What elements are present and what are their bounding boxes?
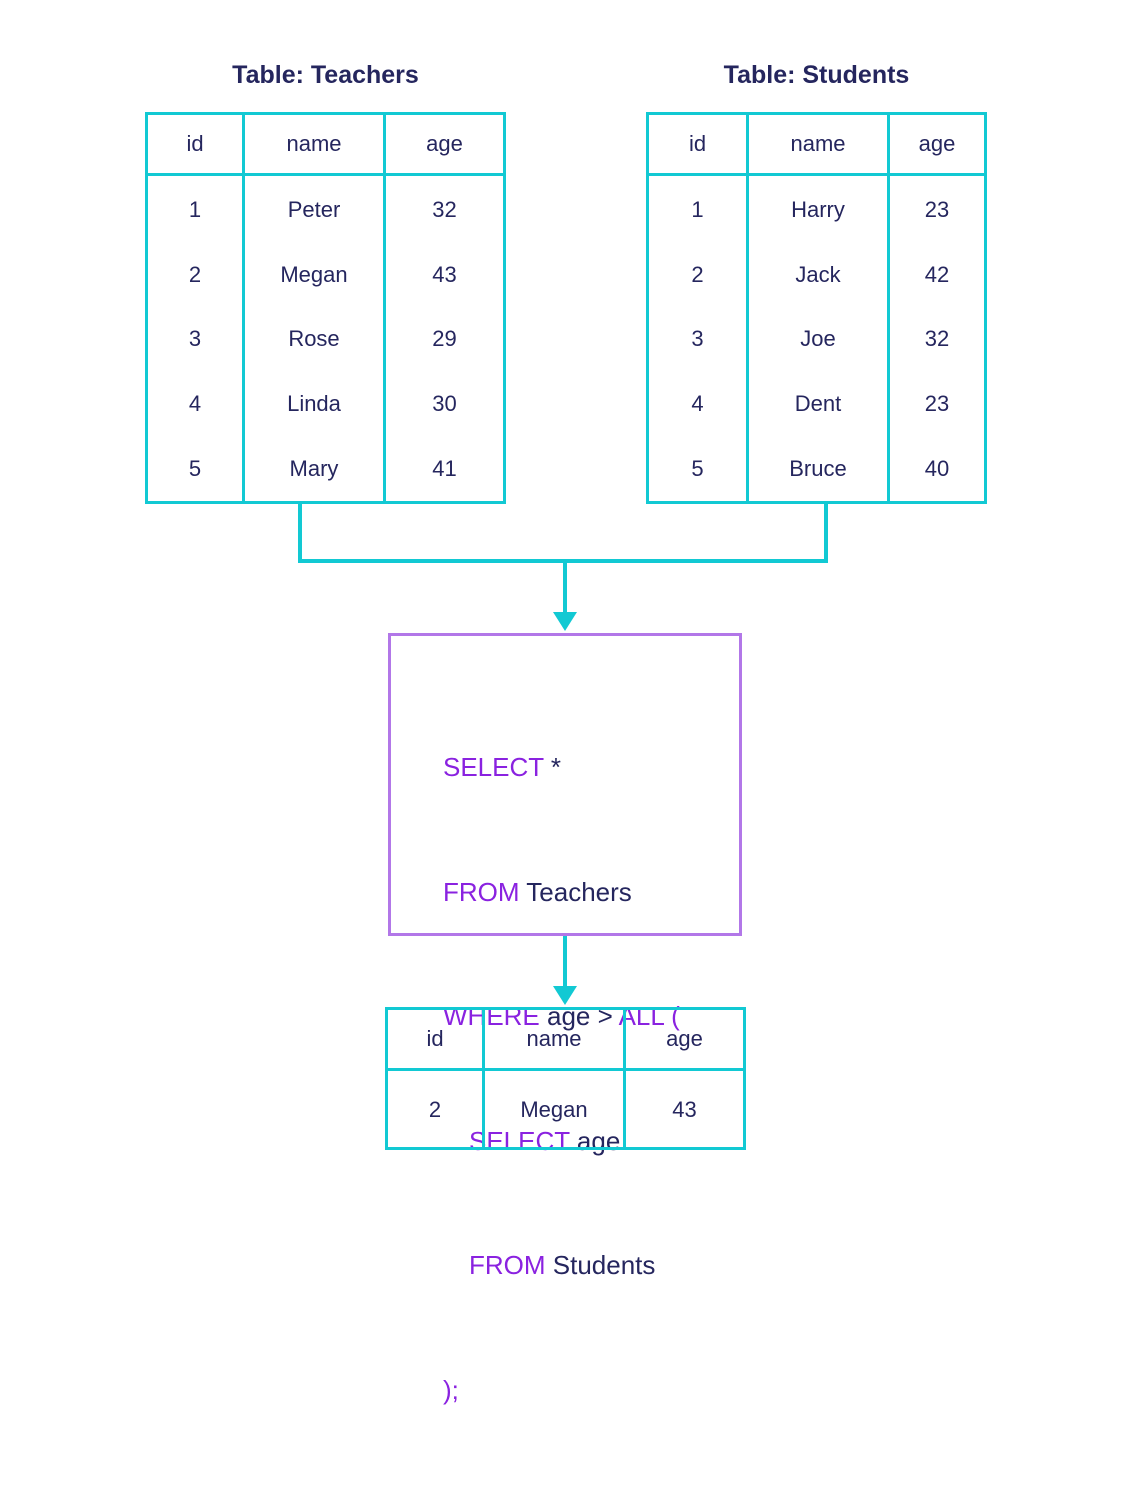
- flow-connector: [298, 504, 828, 1005]
- teachers-table-title: Table: Teachers: [232, 61, 419, 89]
- table-row: 4 Linda 30: [147, 371, 505, 437]
- table-row: 3 Joe 32: [648, 307, 986, 372]
- arrow-to-result-head: [553, 986, 577, 1005]
- query-line-1: SELECT *: [443, 747, 680, 789]
- table-row: 1 Harry 23: [648, 174, 986, 243]
- column-header-name: name: [242, 113, 385, 176]
- cell-age: 40: [887, 436, 986, 503]
- table-row: 2 Jack 42: [648, 242, 986, 308]
- sql-text: *: [543, 752, 562, 782]
- cell-id: 1: [188, 197, 202, 223]
- table-row: 2 Megan 43: [387, 1069, 745, 1149]
- table-row: 1 Peter 32: [147, 174, 505, 243]
- cell-age: 43: [383, 242, 505, 308]
- table-row: 5 Bruce 40: [648, 436, 986, 503]
- column-header-name: name: [482, 1008, 625, 1071]
- table-row: 5 Mary 41: [147, 436, 505, 503]
- table-row: 3 Rose 29: [147, 307, 505, 372]
- students-table: id name age 1 Harry 23 2 Jack 42 3 Joe 3…: [646, 112, 987, 504]
- merge-line: [298, 504, 828, 563]
- column-header-id: id: [146, 113, 244, 176]
- cell-id: 2: [691, 261, 704, 287]
- cell-name: Harry: [746, 174, 889, 243]
- result-table: id name age 2 Megan 43: [385, 1007, 746, 1150]
- column-header-age: age: [887, 113, 986, 176]
- cell-age: 43: [623, 1069, 745, 1149]
- teachers-table: id name age 1 Peter 32 2 Megan 43 3 Rose…: [145, 112, 506, 504]
- cell-id: 5: [188, 455, 202, 481]
- cell-name: Peter: [242, 174, 385, 243]
- cell-name: Mary: [242, 436, 385, 503]
- table-row: 2 Megan 43: [147, 242, 505, 308]
- sql-keyword: FROM: [443, 876, 520, 907]
- cell-id: 3: [691, 326, 704, 352]
- cell-age: 32: [887, 307, 986, 372]
- cell-age: 42: [887, 242, 986, 308]
- column-header-name: name: [746, 113, 889, 176]
- table-header-row: id name age: [146, 113, 505, 176]
- cell-id: 2: [188, 261, 202, 287]
- cell-id: 2: [428, 1097, 442, 1122]
- cell-name: Jack: [746, 242, 889, 308]
- students-table-title: Table: Students: [723, 61, 910, 89]
- cell-age: 23: [887, 371, 986, 437]
- arrow-to-query-head: [553, 612, 577, 631]
- query-line-5: FROM Students: [443, 1245, 680, 1287]
- sql-keyword: FROM: [469, 1250, 546, 1280]
- cell-id: 4: [188, 391, 202, 417]
- cell-name: Megan: [242, 242, 385, 308]
- cell-age: 32: [383, 174, 505, 243]
- sql-text: Students: [545, 1250, 656, 1280]
- cell-age: 23: [887, 174, 986, 243]
- cell-name: Megan: [482, 1069, 625, 1149]
- cell-name: Joe: [746, 307, 889, 372]
- cell-age: 30: [383, 371, 505, 437]
- sql-keyword: SELECT: [443, 752, 544, 782]
- table-header-row: id name age: [386, 1008, 745, 1071]
- column-header-id: id: [386, 1008, 484, 1071]
- table-header-row: id name age: [647, 113, 986, 176]
- cell-name: Rose: [242, 307, 385, 372]
- sql-text: Teachers: [519, 876, 632, 907]
- cell-name: Dent: [746, 371, 889, 437]
- sql-keyword: );: [443, 1374, 459, 1405]
- cell-id: 5: [691, 455, 704, 481]
- query-line-6: );: [443, 1370, 680, 1412]
- cell-name: Linda: [242, 371, 385, 437]
- cell-id: 4: [691, 391, 704, 417]
- cell-name: Bruce: [746, 436, 889, 503]
- column-header-id: id: [647, 113, 748, 176]
- column-header-age: age: [623, 1008, 745, 1071]
- sql-query-box: SELECT * FROM Teachers WHERE age > ALL (…: [388, 633, 742, 1405]
- cell-id: 1: [691, 197, 704, 223]
- table-row: 4 Dent 23: [648, 371, 986, 437]
- column-header-age: age: [383, 113, 505, 176]
- cell-age: 29: [383, 307, 505, 372]
- cell-id: 3: [188, 326, 202, 352]
- cell-age: 41: [383, 436, 505, 503]
- query-line-2: FROM Teachers: [443, 872, 680, 914]
